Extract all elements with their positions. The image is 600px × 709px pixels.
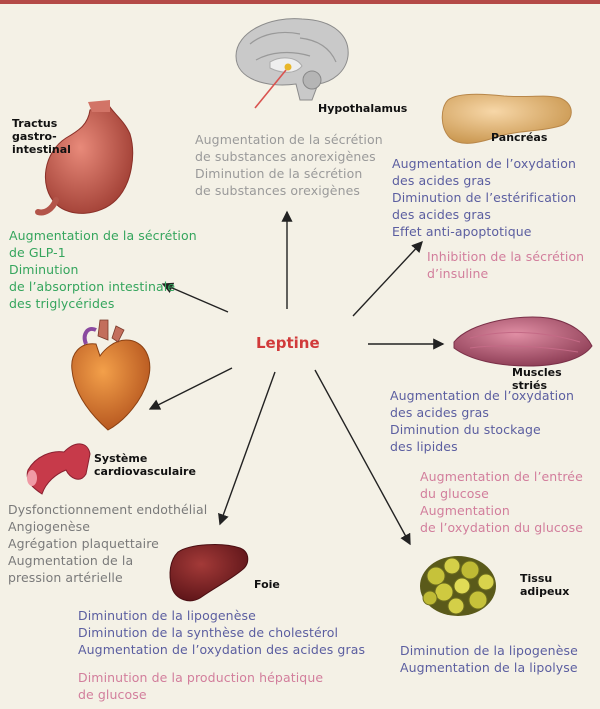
effects-muscles-blue: Augmentation de l’oxydation des acides g… [390,388,575,454]
effects-pancreas-blue: Augmentation de l’oxydation des acides g… [392,156,577,239]
muscle-icon [453,316,593,367]
arrow-tractus [161,282,229,313]
effects-muscles-pink: Augmentation de l’entrée du glucose Augm… [420,469,583,535]
effects-cardio: Dysfonctionnement endothélial Angiogenès… [8,502,208,585]
effects-foie-pink: Diminution de la production hépatique de… [78,670,324,702]
diagram-art [26,18,593,616]
pancreas-icon [441,93,572,144]
stomach-icon [35,100,134,216]
label-foie: Foie [254,578,280,591]
heart-icon [71,319,151,431]
label-tractus: Tractus gastro- intestinal [12,117,71,156]
effects-tractus: Augmentation de la sécrétion de GLP-1 Di… [9,228,197,311]
arrow-pancreas [352,240,423,317]
effects-hypothalamus: Augmentation de la sécrétion de substanc… [195,132,383,198]
label-hypothalamus: Hypothalamus [318,102,408,115]
brain-icon [235,18,349,109]
arrow-foie [218,371,276,526]
effects-foie-blue: Diminution de la lipogenèse Diminution d… [78,608,366,657]
label-pancreas: Pancréas [491,131,548,144]
effects-pancreas-pink: Inhibition de la sécrétion d’insuline [427,249,585,281]
label-cardio: Système cardiovasculaire [94,452,196,478]
arrow-cardio [148,367,233,410]
adipose-tissue-icon [420,556,496,616]
effects-tissu: Diminution de la lipogenèse Augmentation… [400,643,578,675]
blood-vessel-icon [26,443,91,495]
label-tissu: Tissu adipeux [520,572,570,598]
arrow-tissu [314,369,411,546]
leptine-title: Leptine [256,334,320,352]
liver-icon [169,544,249,602]
label-muscles: Muscles striés [512,366,562,392]
